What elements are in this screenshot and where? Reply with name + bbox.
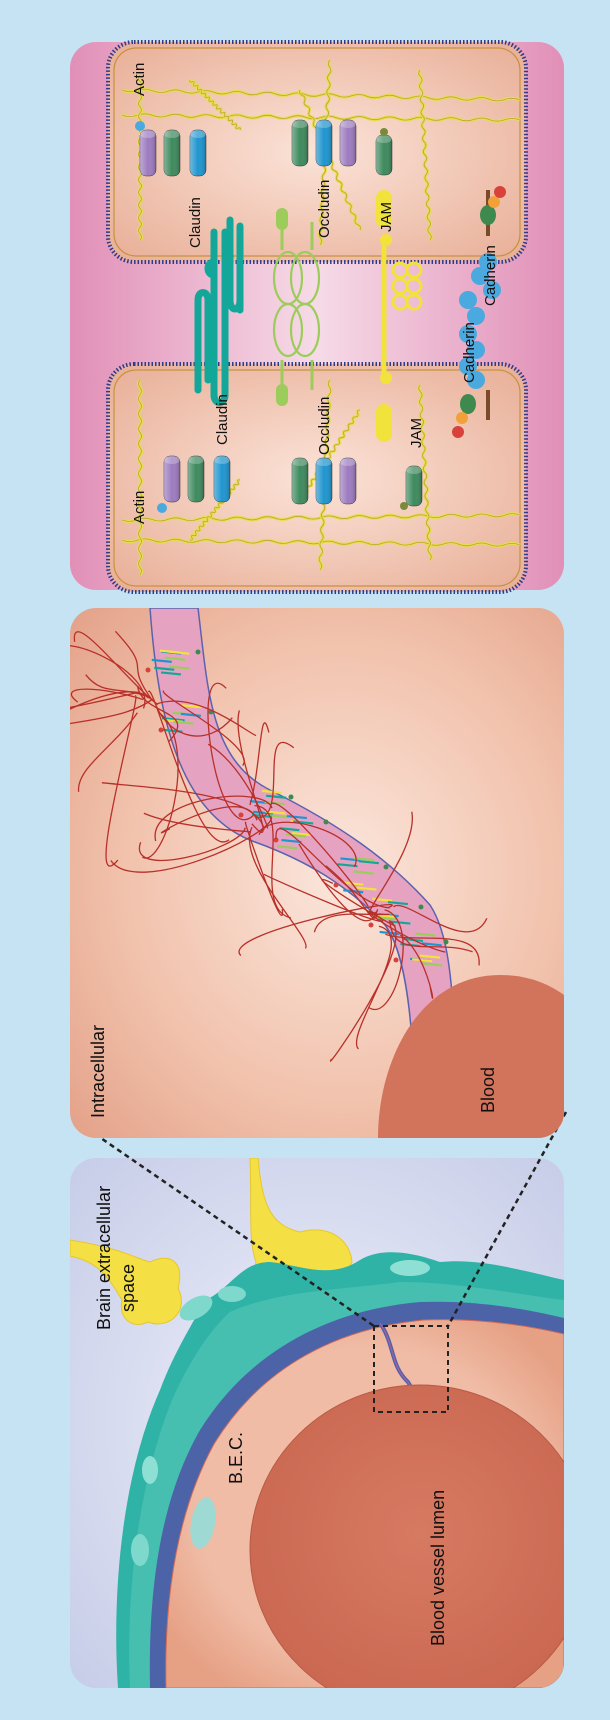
claudin-label-bottom: Claudin bbox=[214, 394, 231, 445]
actin-label-bottom: Actin bbox=[131, 491, 148, 524]
jam-label-top: JAM bbox=[378, 202, 395, 232]
adaptor-protein bbox=[316, 120, 332, 166]
occludin-label-top: Occludin bbox=[316, 180, 333, 238]
junction-protein-mark bbox=[394, 958, 399, 963]
blood-label: Blood bbox=[478, 1067, 498, 1113]
occludin-label-bottom: Occludin bbox=[316, 397, 333, 455]
adaptor-protein bbox=[340, 120, 356, 166]
actin-label-top: Actin bbox=[131, 63, 148, 96]
claudin-label-top: Claudin bbox=[187, 197, 204, 248]
cadherin-label-bottom: Cadherin bbox=[461, 322, 478, 383]
junction-protein-mark bbox=[444, 940, 449, 945]
junction-protein-mark bbox=[334, 883, 339, 888]
protein-node bbox=[135, 121, 145, 131]
cadherin-label-top: Cadherin bbox=[482, 245, 499, 306]
extracellular-space-label-line2: space bbox=[118, 1264, 138, 1312]
zoom-panel: Intracellular Blood bbox=[3, 608, 564, 1138]
junction-protein-mark bbox=[384, 865, 389, 870]
junction-protein-mark bbox=[196, 650, 201, 655]
adaptor-protein bbox=[376, 135, 392, 175]
adaptor-protein bbox=[188, 456, 204, 502]
adaptor-protein bbox=[164, 456, 180, 502]
jam-label-bottom: JAM bbox=[408, 418, 425, 448]
blood-vessel-lumen bbox=[250, 1385, 590, 1715]
junction-protein-mark bbox=[146, 668, 151, 673]
protein-node bbox=[400, 502, 408, 510]
adaptor-protein bbox=[292, 458, 308, 504]
junction-protein-mark bbox=[289, 795, 294, 800]
junction-protein-mark bbox=[159, 728, 164, 733]
adaptor-protein bbox=[406, 466, 422, 506]
adaptor-protein bbox=[292, 120, 308, 166]
adaptor-protein bbox=[164, 130, 180, 176]
overview-panel: Brain extracellular space B.E.C. Blood v… bbox=[70, 1158, 590, 1715]
adaptor-protein bbox=[340, 458, 356, 504]
protein-node bbox=[380, 128, 388, 136]
bec-label: B.E.C. bbox=[226, 1432, 246, 1484]
extracellular-space-label: Brain extracellular bbox=[94, 1186, 114, 1330]
junction-protein-mark bbox=[239, 813, 244, 818]
molecular-panel: Actin Actin Claudin Claudin Occludin Occ… bbox=[70, 42, 564, 592]
junction-protein-mark bbox=[419, 905, 424, 910]
junction-protein-mark bbox=[324, 820, 329, 825]
adaptor-protein bbox=[190, 130, 206, 176]
protein-node bbox=[157, 503, 167, 513]
adaptor-protein bbox=[140, 130, 156, 176]
junction-protein-mark bbox=[369, 923, 374, 928]
intracellular-label: Intracellular bbox=[88, 1025, 108, 1118]
adaptor-protein bbox=[316, 458, 332, 504]
lumen-label: Blood vessel lumen bbox=[428, 1490, 448, 1646]
adaptor-protein bbox=[214, 456, 230, 502]
